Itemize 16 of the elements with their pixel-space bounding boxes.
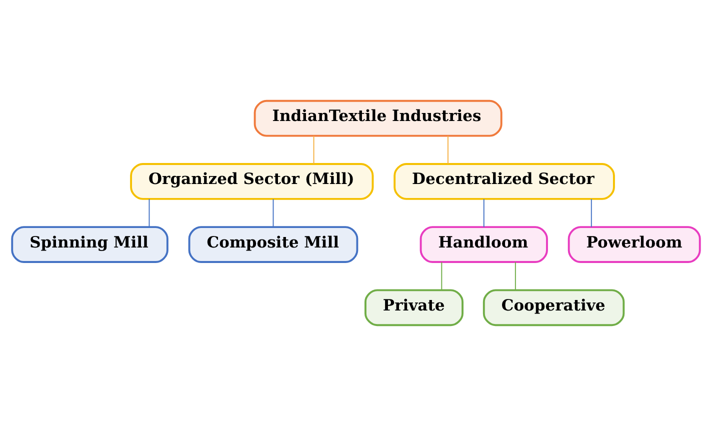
node-box: IndianTextile Industries bbox=[254, 99, 502, 136]
node-box: Organized Sector (Mill) bbox=[130, 162, 374, 200]
connector bbox=[313, 134, 314, 164]
connector bbox=[441, 261, 442, 290]
node-box: Powerloom bbox=[568, 226, 701, 262]
node-box: Decentralized Sector bbox=[394, 162, 615, 200]
node-box: Handloom bbox=[420, 226, 548, 262]
node-box: Cooperative bbox=[482, 288, 625, 326]
node-box: Private bbox=[364, 288, 464, 326]
connector bbox=[148, 198, 150, 228]
connector bbox=[590, 198, 592, 228]
connector bbox=[272, 198, 274, 228]
connector bbox=[483, 198, 484, 228]
node-box: Composite Mill bbox=[188, 226, 358, 262]
node-box: Spinning Mill bbox=[11, 226, 168, 262]
connector bbox=[514, 261, 516, 290]
